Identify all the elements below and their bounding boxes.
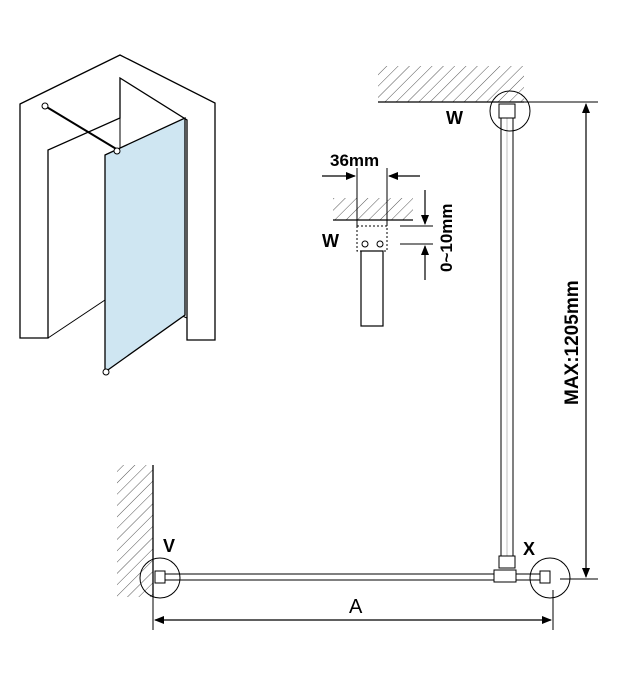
label-max-height: MAX:1205mm	[562, 280, 583, 405]
wall-bracket	[41, 102, 49, 110]
top-wall-hatch	[378, 66, 524, 102]
detail-circle-x	[529, 557, 571, 599]
detail-view: 36mm 0~10mm W	[322, 151, 456, 327]
perspective-view	[19, 54, 216, 376]
label-w-top: W	[446, 108, 463, 128]
glass-panel-plan	[154, 573, 551, 581]
label-x: X	[523, 539, 535, 559]
detail-circle-w	[489, 90, 531, 132]
detail-wall-hatch	[333, 198, 413, 220]
label-gap: 0~10mm	[437, 203, 456, 272]
label-36mm: 36mm	[330, 151, 379, 170]
top-bracket	[498, 103, 516, 119]
profile-end-x	[539, 570, 551, 584]
label-w-detail: W	[322, 231, 339, 251]
detail-bracket	[356, 225, 388, 252]
bar-clamp	[498, 555, 516, 569]
left-wall-hatch	[117, 465, 153, 597]
height-dimension: MAX:1205mm	[524, 101, 598, 580]
detail-circle-v	[139, 557, 181, 599]
label-a: A	[349, 596, 363, 618]
support-bar	[44, 105, 119, 151]
corner-walls	[19, 54, 216, 341]
floor-profile-end	[102, 368, 110, 376]
label-v: V	[163, 536, 175, 556]
detail-bar	[360, 250, 384, 327]
width-dimension: A	[152, 590, 554, 630]
glass-clamp-plan	[493, 569, 517, 583]
plan-view: W V X	[117, 66, 571, 599]
wall-profile-v	[154, 570, 166, 584]
glass-clamp	[113, 147, 121, 155]
glass-panel	[104, 116, 186, 374]
